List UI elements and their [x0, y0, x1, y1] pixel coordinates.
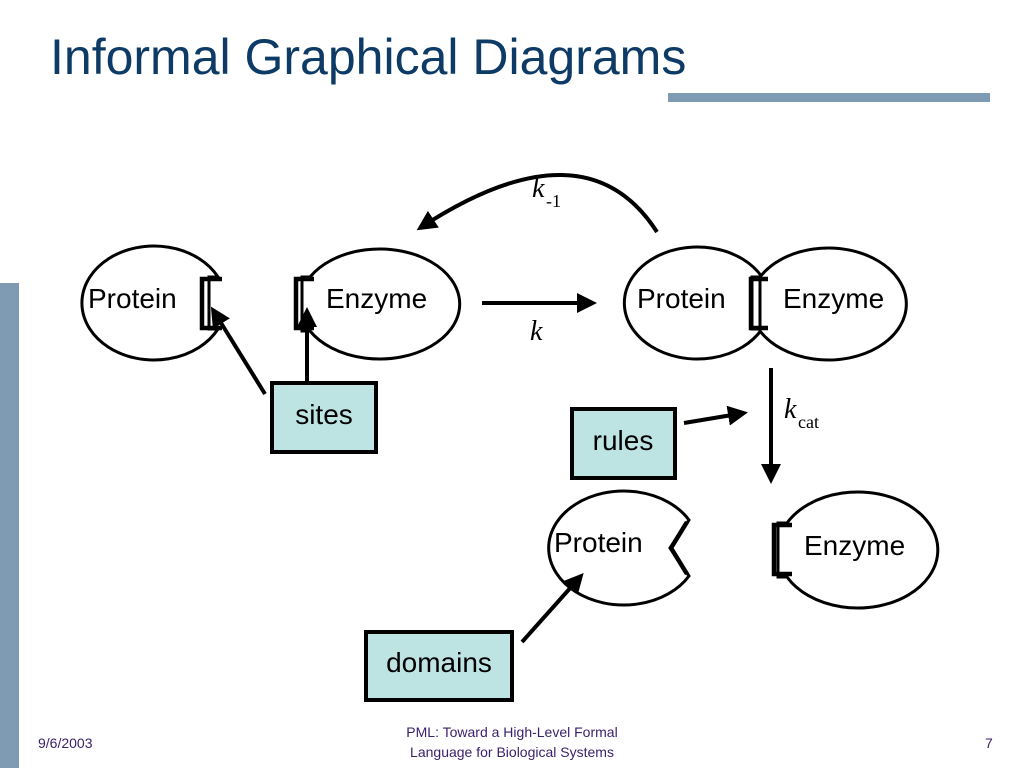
protein-label-2: Protein — [554, 527, 643, 558]
page-number: 7 — [985, 735, 993, 751]
rules-box — [570, 407, 677, 480]
enzyme-label-1: Enzyme — [326, 283, 427, 314]
footer-title-line-1: PML: Toward a High-Level Formal — [406, 724, 618, 740]
complex-protein-label: Protein — [637, 283, 726, 314]
protein-shape-2 — [547, 489, 691, 607]
domains-label: domains — [386, 647, 492, 678]
rate-k-minus-1-subscript: -1 — [546, 191, 561, 211]
rate-k: k — [530, 316, 543, 347]
footer-title-line-2: Language for Biological Systems — [410, 744, 614, 760]
protein-modified-site — [668, 520, 689, 576]
enzyme-shape-1 — [300, 247, 462, 361]
sites-label: sites — [295, 399, 353, 430]
enzyme-shape-2 — [776, 490, 940, 610]
rate-kcat: k — [784, 394, 797, 425]
title-underline — [668, 93, 990, 102]
protein-shape-1 — [80, 244, 221, 362]
complex-enzyme-shape — [758, 246, 908, 362]
side-accent-bar — [0, 283, 19, 768]
protein-label-1: Protein — [88, 283, 177, 314]
sites-box — [270, 381, 378, 454]
complex-bracket — [748, 276, 768, 331]
rate-kcat-subscript: cat — [798, 412, 819, 432]
rules-arrow — [683, 405, 748, 426]
domains-arrow — [520, 573, 584, 644]
reverse-arrow — [416, 173, 659, 234]
footer-date: 9/6/2003 — [38, 735, 93, 751]
enzyme-label-2: Enzyme — [804, 530, 905, 561]
footer-title: PML: Toward a High-Level Formal Language… — [312, 722, 712, 762]
sites-to-protein-arrow — [210, 306, 267, 396]
complex-protein-shape — [622, 245, 765, 361]
rules-label: rules — [593, 425, 654, 456]
complex-enzyme-label: Enzyme — [783, 283, 884, 314]
rate-k-minus-1: k — [532, 173, 545, 204]
domains-box — [364, 630, 514, 702]
slide-title: Informal Graphical Diagrams — [50, 29, 687, 85]
enzyme-site-bracket-2 — [771, 522, 792, 577]
